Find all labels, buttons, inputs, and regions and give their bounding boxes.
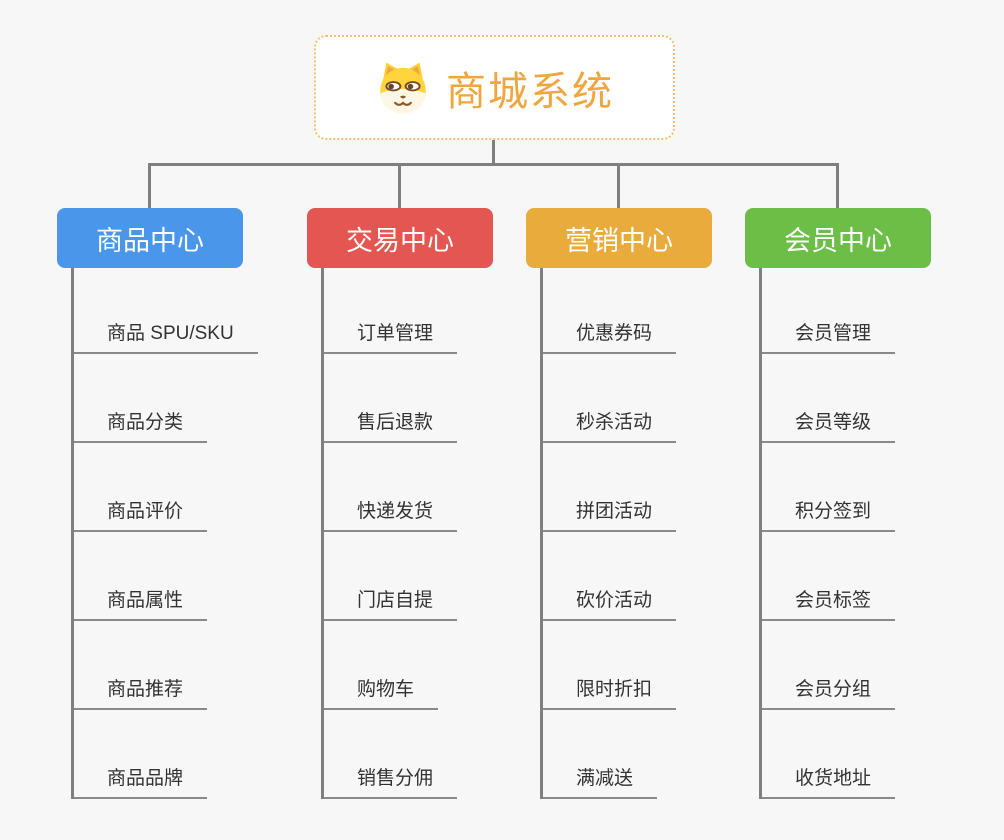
branch-header-product-center[interactable]: 商品中心 [57,208,243,268]
root-title: 商城系统 [446,69,614,114]
leaf-node[interactable]: 商品品牌 [74,710,208,799]
leaf-node[interactable]: 售后退款 [324,354,458,443]
connector-branch-stub [148,165,151,208]
connector-root-stub [492,140,495,164]
dog-face-icon [375,60,431,116]
leaf-node[interactable]: 积分签到 [762,443,896,532]
connector-horizontal-rail [148,163,839,166]
leaf-node[interactable]: 秒杀活动 [543,354,677,443]
connector-branch-stub [836,165,839,208]
branch-column-marketing-center: 优惠券码 秒杀活动 拼团活动 砍价活动 限时折扣 满减送 [540,268,677,799]
root-node[interactable]: 商城系统 [314,35,675,140]
leaf-node[interactable]: 会员标签 [762,532,896,621]
leaf-node[interactable]: 限时折扣 [543,621,677,710]
leaf-node[interactable]: 收货地址 [762,710,896,799]
leaf-node[interactable]: 砍价活动 [543,532,677,621]
connector-branch-stub [398,165,401,208]
leaf-node[interactable]: 销售分佣 [324,710,458,799]
branch-column-product-center: 商品 SPU/SKU 商品分类 商品评价 商品属性 商品推荐 商品品牌 [71,268,258,799]
leaf-node[interactable]: 快递发货 [324,443,458,532]
leaf-node[interactable]: 会员管理 [762,268,896,354]
branch-header-trade-center[interactable]: 交易中心 [307,208,493,268]
leaf-node[interactable]: 会员分组 [762,621,896,710]
branch-column-member-center: 会员管理 会员等级 积分签到 会员标签 会员分组 收货地址 [759,268,896,799]
leaf-node[interactable]: 商品属性 [74,532,208,621]
connector-branch-stub [617,165,620,208]
leaf-node[interactable]: 商品评价 [74,443,208,532]
leaf-node[interactable]: 订单管理 [324,268,458,354]
branch-header-marketing-center[interactable]: 营销中心 [526,208,712,268]
leaf-node[interactable]: 会员等级 [762,354,896,443]
leaf-node[interactable]: 满减送 [543,710,658,799]
leaf-node[interactable]: 拼团活动 [543,443,677,532]
leaf-node[interactable]: 商品分类 [74,354,208,443]
branch-column-trade-center: 订单管理 售后退款 快递发货 门店自提 购物车 销售分佣 [321,268,458,799]
leaf-node[interactable]: 购物车 [324,621,439,710]
branch-header-member-center[interactable]: 会员中心 [745,208,931,268]
leaf-node[interactable]: 商品推荐 [74,621,208,710]
leaf-node[interactable]: 商品 SPU/SKU [74,268,258,354]
leaf-node[interactable]: 门店自提 [324,532,458,621]
leaf-node[interactable]: 优惠券码 [543,268,677,354]
